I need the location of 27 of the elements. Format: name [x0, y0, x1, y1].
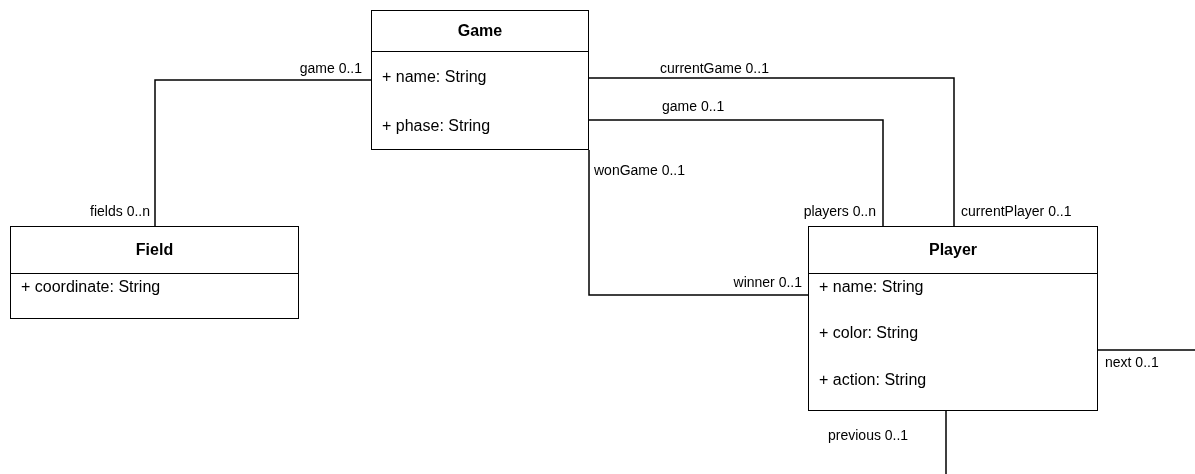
multiplicity-label: currentPlayer 0..1 — [961, 203, 1072, 219]
association-line — [588, 119, 884, 227]
multiplicity-label: game 0..1 — [662, 98, 725, 114]
class-box — [808, 226, 1098, 411]
class-box — [371, 10, 589, 150]
attribute-text: + coordinate: String — [21, 278, 161, 296]
multiplicity-label: currentGame 0..1 — [660, 60, 769, 76]
multiplicity-label: wonGame 0..1 — [594, 162, 686, 178]
multiplicity-label: players 0..n — [803, 203, 876, 219]
attribute-text: + phase: String — [382, 117, 491, 135]
attribute-text: + name: String — [819, 278, 924, 296]
attribute-text: + name: String — [382, 68, 487, 86]
association-line — [154, 79, 372, 227]
class-box — [10, 226, 299, 319]
association-line — [588, 149, 809, 296]
multiplicity-label: fields 0..n — [90, 203, 150, 219]
association-line — [588, 77, 955, 227]
class-name: Player — [928, 240, 977, 260]
class-name: Game — [457, 21, 503, 41]
class-name: Field — [135, 240, 174, 260]
attribute-text: + color: String — [819, 324, 919, 342]
attribute-text: + action: String — [819, 371, 927, 389]
association-line — [945, 349, 1195, 474]
multiplicity-label: previous 0..1 — [828, 427, 909, 443]
multiplicity-label: next 0..1 — [1105, 354, 1159, 370]
multiplicity-label: winner 0..1 — [733, 274, 802, 290]
multiplicity-label: game 0..1 — [299, 60, 362, 76]
